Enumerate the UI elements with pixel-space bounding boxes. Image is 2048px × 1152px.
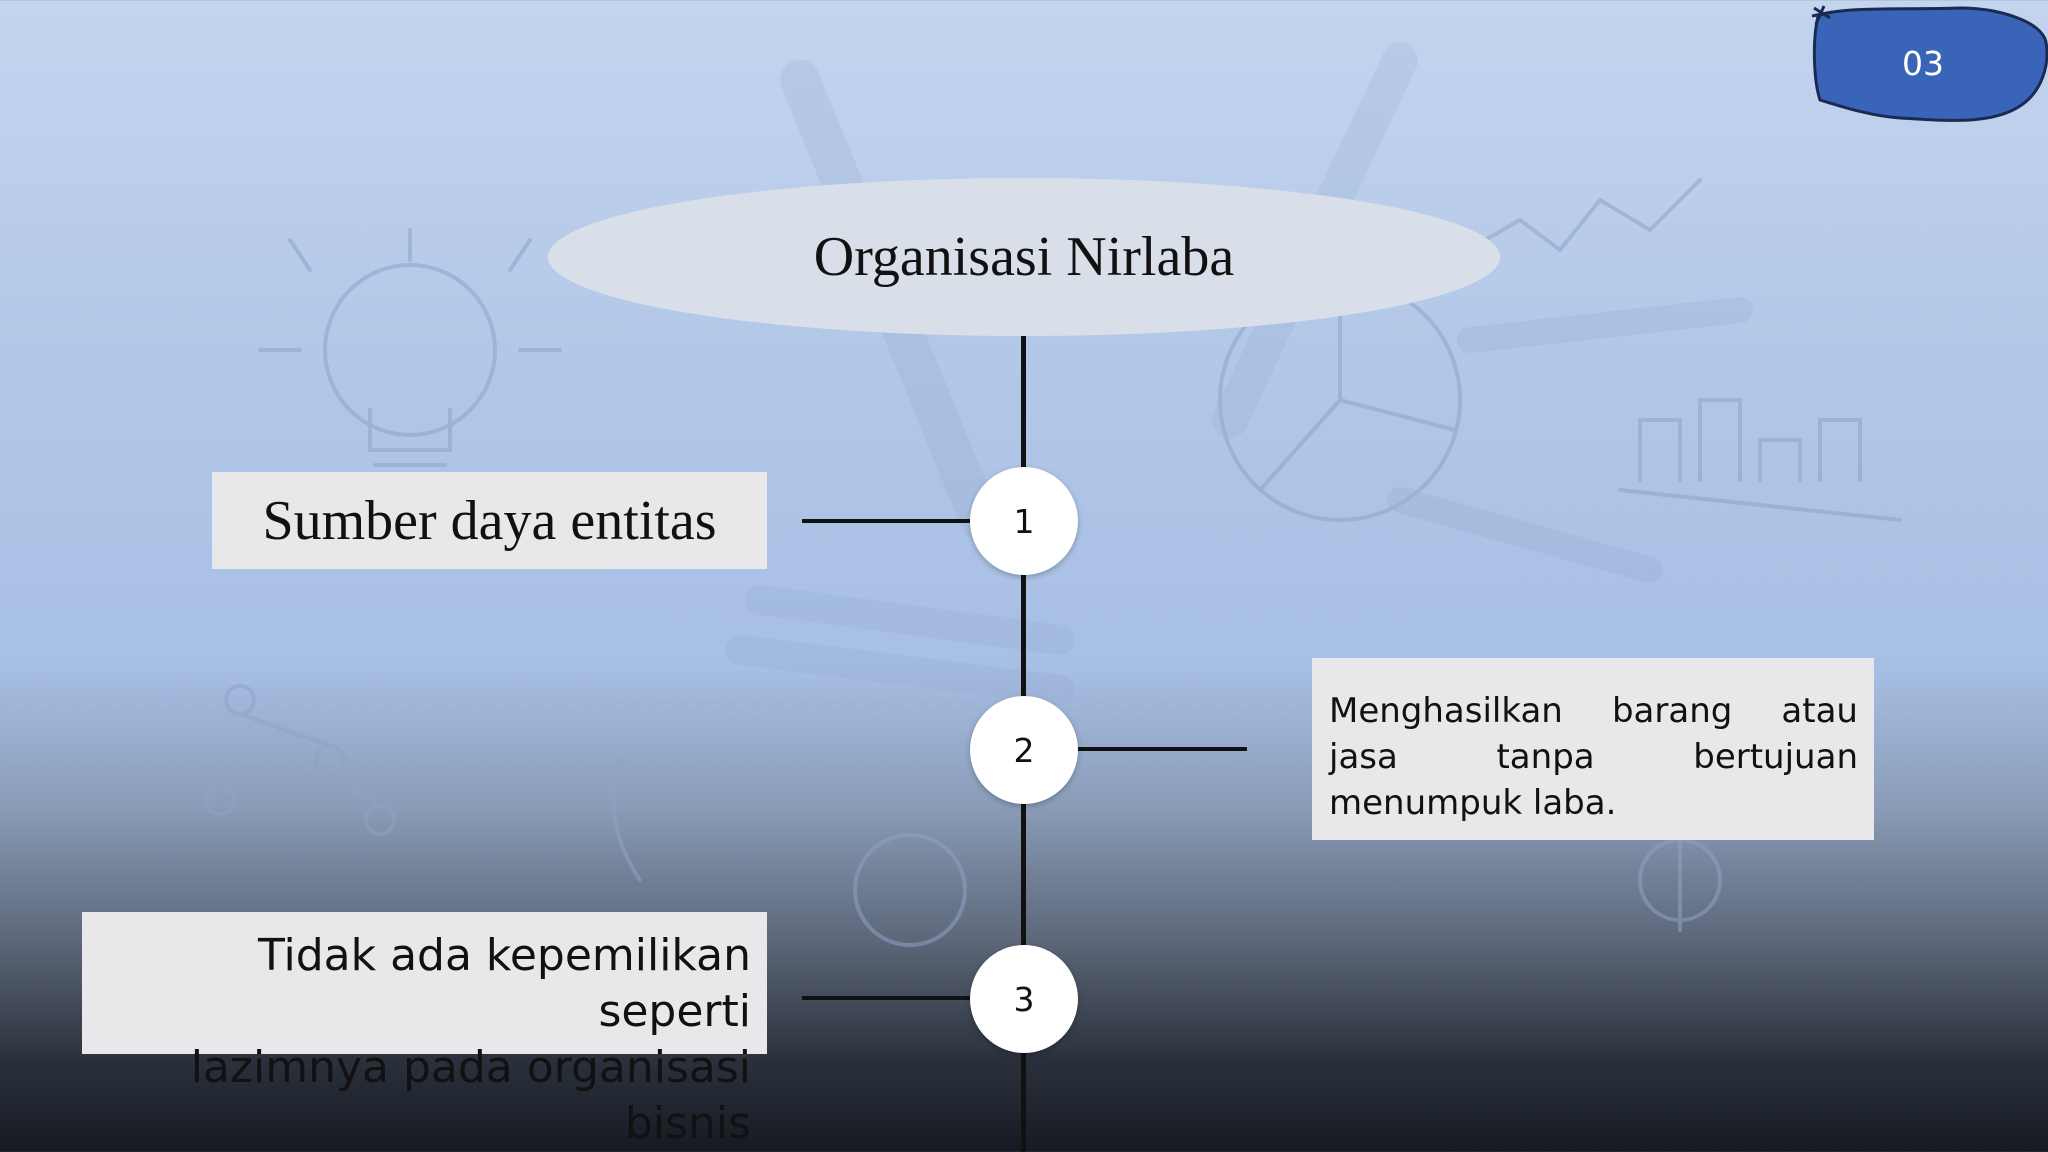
connector-2: [1075, 747, 1247, 751]
people-network-sketch-icon: [204, 684, 396, 836]
bar-chart-sketch-icon: [1618, 398, 1902, 522]
point-text-2: Menghasilkan barang atau jasa tanpa bert…: [1329, 691, 1858, 823]
dollar-sketch-icon: [1638, 828, 1722, 932]
title-ellipse: Organisasi Nirlaba: [548, 178, 1500, 336]
slide-number: 03: [1902, 44, 1944, 83]
node-3: 3: [970, 945, 1078, 1053]
point-text-3-line-1: Tidak ada kepemilikan seperti: [257, 930, 751, 1037]
lightbulb-sketch-icon: [258, 228, 562, 482]
point-box-1: Sumber daya entitas: [212, 472, 767, 569]
slide-number-badge: [1811, 5, 2048, 122]
point-box-3: Tidak ada kepemilikan seperti lazimnya p…: [82, 912, 767, 1149]
slide-title: Organisasi Nirlaba: [813, 226, 1235, 288]
connector-1: [802, 519, 972, 523]
point-text-3-line-2: lazimnya pada organisasi bisnis: [190, 1042, 751, 1149]
node-1: 1: [970, 467, 1078, 575]
connector-3: [802, 996, 972, 1000]
point-text-1: Sumber daya entitas: [262, 489, 717, 552]
point-box-2: Menghasilkan barang atau jasa tanpa bert…: [1312, 658, 1874, 840]
node-2: 2: [970, 696, 1078, 804]
